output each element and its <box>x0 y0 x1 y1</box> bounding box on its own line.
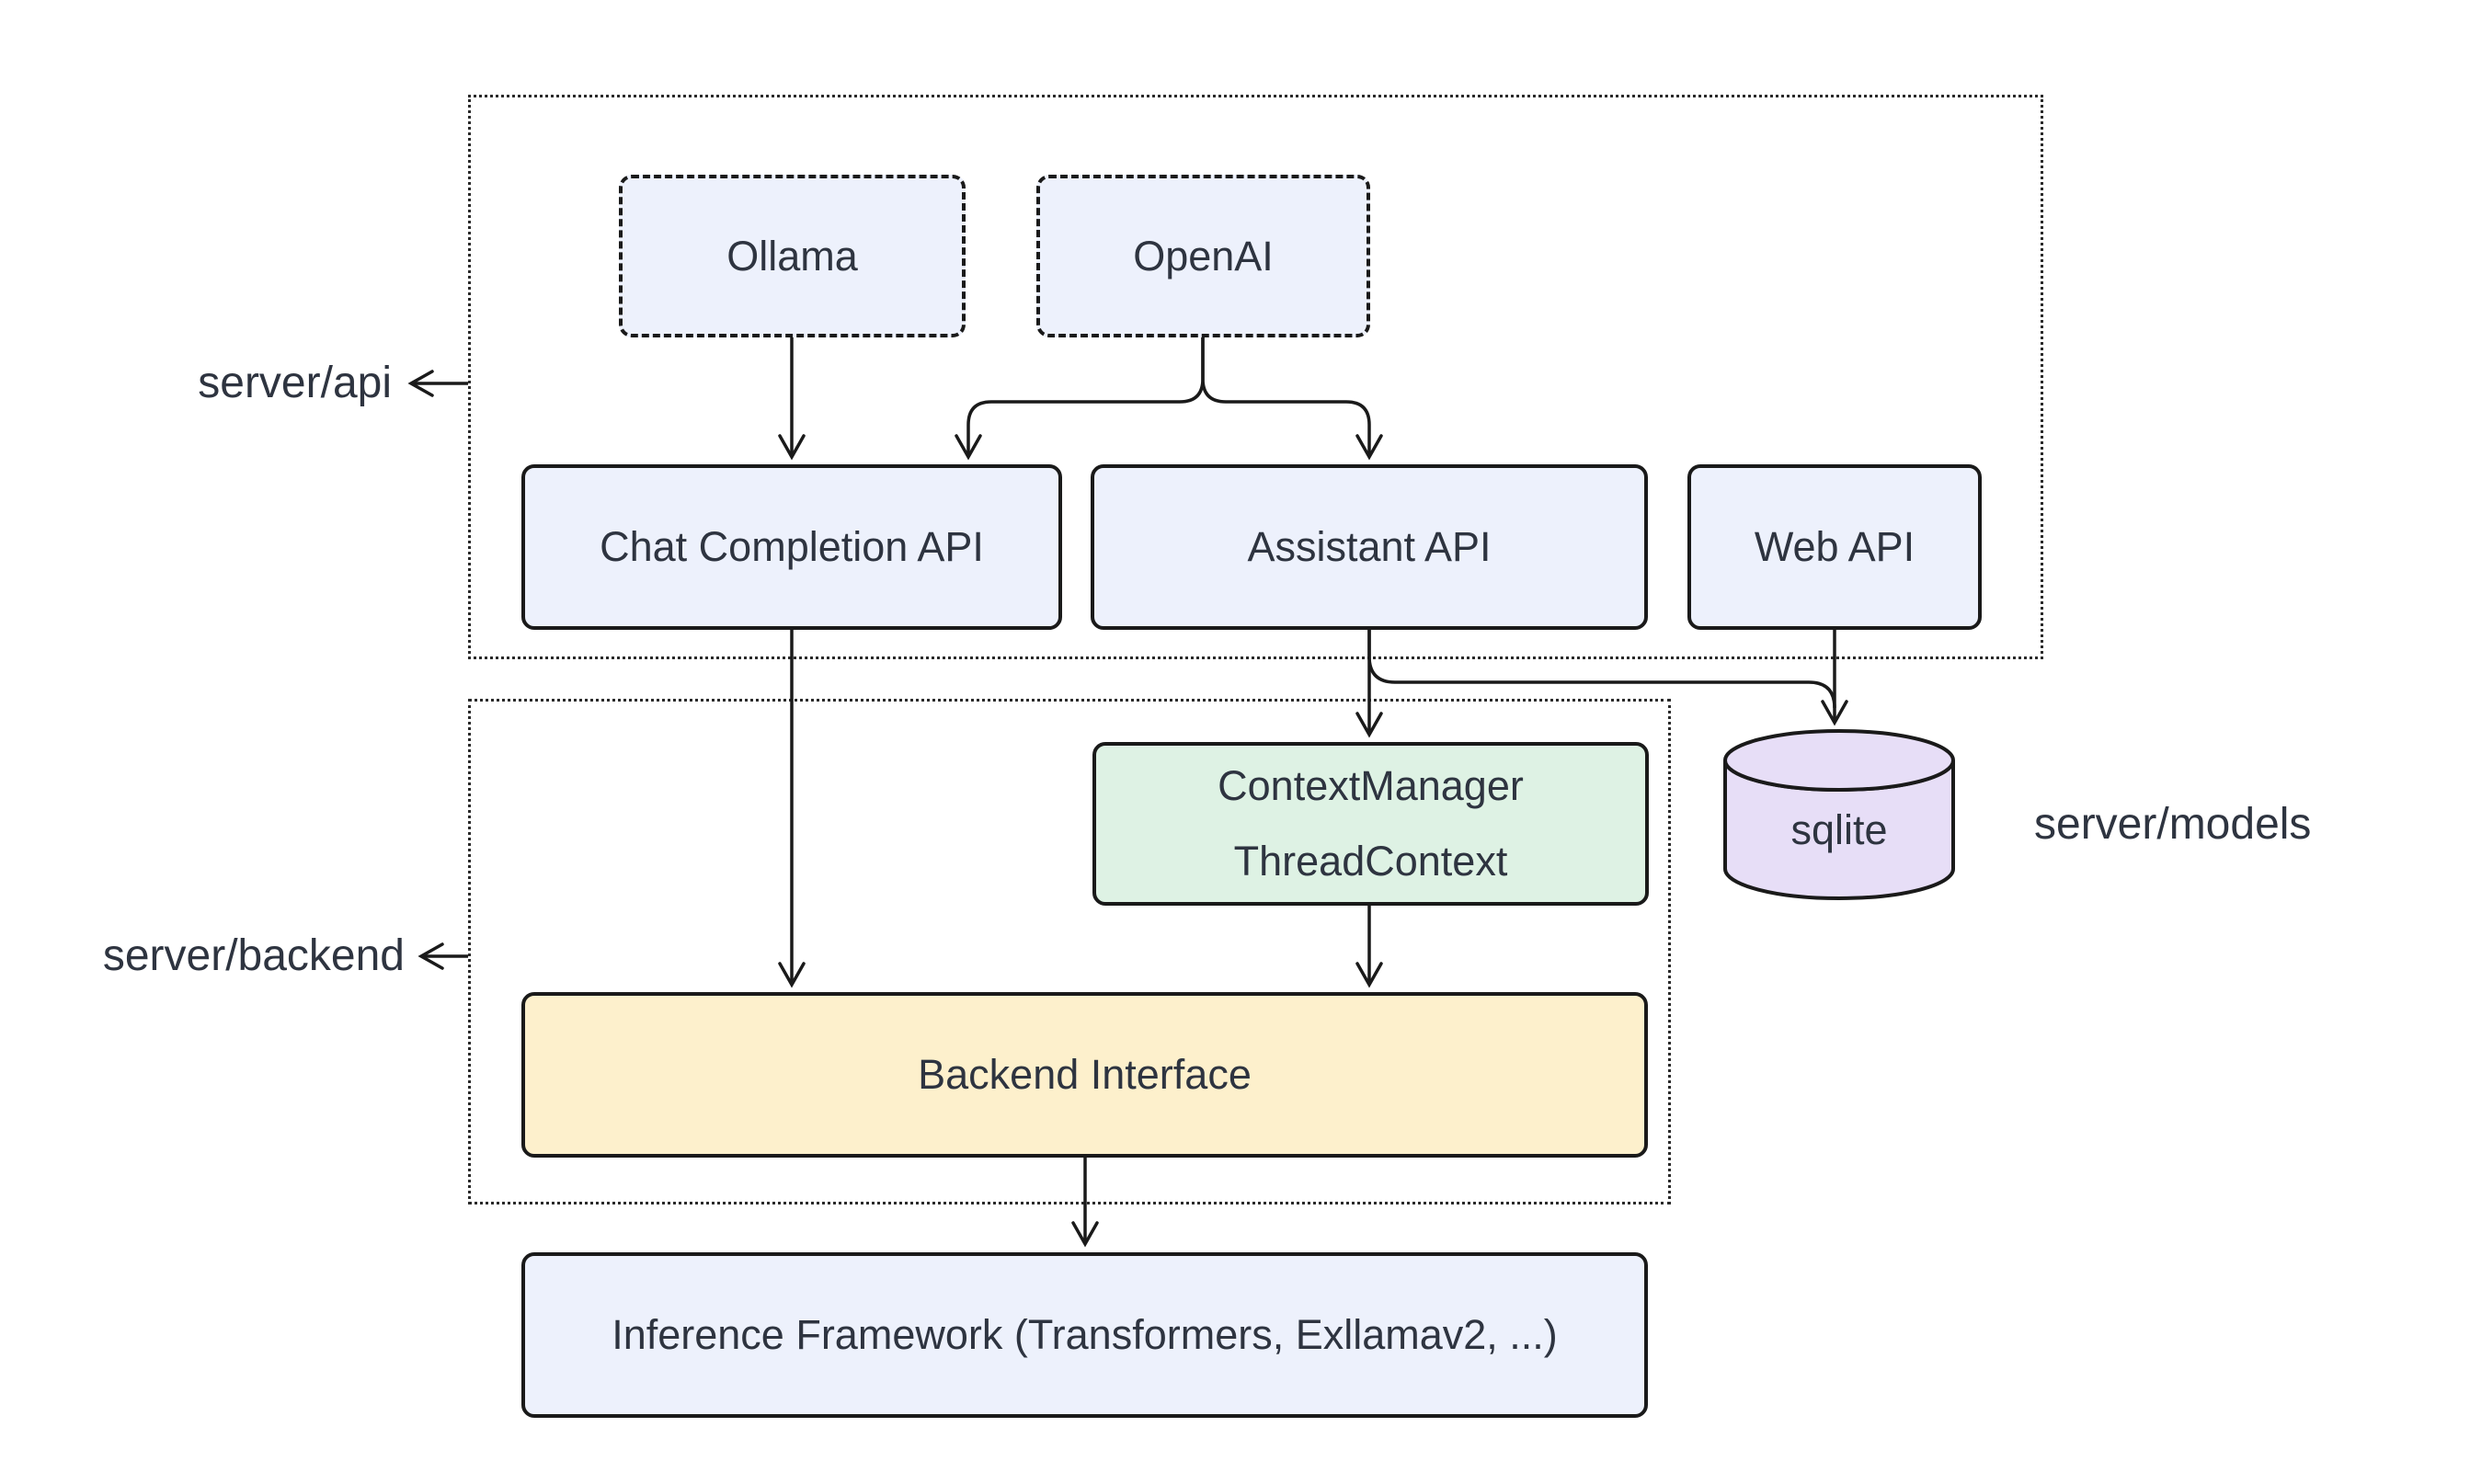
node-chat-completion-api: Chat Completion API <box>521 464 1062 630</box>
node-sqlite-label: sqlite <box>1790 806 1888 853</box>
node-openai-label: OpenAI <box>1133 232 1274 280</box>
node-assistant-api-label: Assistant API <box>1247 523 1492 571</box>
label-server-api: server/api <box>198 359 392 407</box>
container-server-api <box>468 95 2043 659</box>
node-context-manager: ContextManager ThreadContext <box>1092 742 1649 906</box>
node-backend-interface: Backend Interface <box>521 992 1648 1158</box>
node-assistant-api: Assistant API <box>1091 464 1648 630</box>
node-web-api-label: Web API <box>1754 523 1915 571</box>
node-ollama: Ollama <box>619 175 966 337</box>
node-context-manager-label-line2: ThreadContext <box>1233 838 1508 885</box>
container-server-backend <box>468 699 1671 1204</box>
label-server-backend: server/backend <box>102 931 405 980</box>
node-backend-interface-label: Backend Interface <box>918 1051 1252 1099</box>
node-inference-framework: Inference Framework (Transformers, Exlla… <box>521 1252 1648 1418</box>
label-server-models: server/models <box>2034 800 2312 849</box>
node-openai: OpenAI <box>1036 175 1370 337</box>
node-chat-completion-api-label: Chat Completion API <box>600 523 984 571</box>
node-inference-framework-label: Inference Framework (Transformers, Exlla… <box>612 1311 1558 1359</box>
node-ollama-label: Ollama <box>726 232 858 280</box>
node-web-api: Web API <box>1687 464 1982 630</box>
node-context-manager-label-line1: ContextManager <box>1218 762 1524 809</box>
